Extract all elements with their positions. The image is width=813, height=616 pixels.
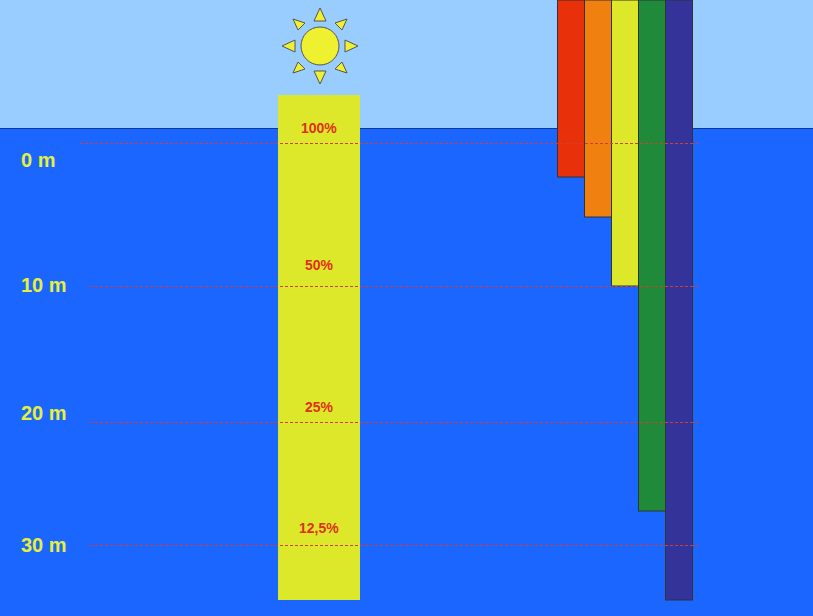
red-light-bar	[558, 0, 585, 177]
depth-label: 0 m	[21, 149, 55, 172]
green-light-bar	[639, 0, 666, 511]
light-column	[278, 95, 360, 600]
depth-label: 20 m	[21, 402, 67, 425]
depth-label: 10 m	[21, 274, 67, 297]
depth-lines	[80, 144, 700, 546]
percent-label: 12,5%	[299, 520, 339, 536]
depth-label: 30 m	[21, 534, 67, 557]
percent-label: 50%	[305, 257, 333, 273]
percent-label: 100%	[301, 120, 337, 136]
blue-light-bar	[666, 0, 693, 600]
percent-label: 25%	[305, 399, 333, 415]
orange-light-bar	[585, 0, 612, 217]
sun	[282, 8, 358, 84]
